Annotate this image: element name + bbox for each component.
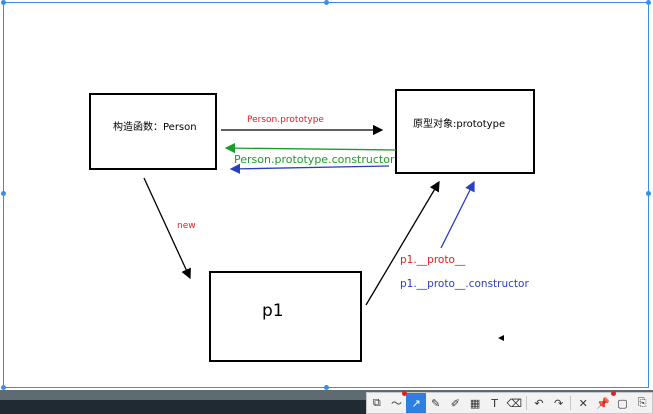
selection-handle-tr[interactable]: [646, 0, 651, 5]
prototype-label: 原型对象:prototype: [413, 117, 505, 130]
recording-indicator-2: [611, 391, 616, 396]
new-link-label: new: [177, 221, 196, 231]
constructor-label: 构造函数：Person: [113, 120, 197, 133]
proto-constructor-arrow: [440, 180, 475, 249]
text-icon[interactable]: T: [491, 396, 499, 410]
prototype-node: [395, 89, 535, 174]
arrow-icon[interactable]: ↗: [406, 393, 426, 413]
selection-handle-bl[interactable]: [1, 385, 6, 390]
curve-icon[interactable]: 〜: [390, 397, 402, 410]
select-icon[interactable]: ⧉: [372, 396, 381, 409]
selection-handle-tc[interactable]: [324, 0, 329, 5]
horizontal-scrollbar[interactable]: [0, 390, 653, 400]
toolbar-separator: [526, 396, 528, 410]
constructor-link-label: Person.prototype.constructor: [234, 153, 395, 166]
proto-constructor-link-label: p1.__proto__.constructor: [400, 278, 529, 290]
constructor-node: [89, 93, 217, 170]
constructor-arrow-green: [224, 142, 397, 154]
highlighter-icon[interactable]: ✐: [450, 396, 460, 410]
redo-icon[interactable]: ↷: [553, 396, 564, 410]
pen-icon[interactable]: ✎: [431, 396, 441, 410]
eraser-icon[interactable]: ⌫: [506, 396, 523, 410]
undo-icon[interactable]: ↶: [534, 396, 544, 410]
instance-label: p1: [262, 301, 284, 321]
annotation-toolbar: ⧉ 〜 ↗ ✎ ✐ ▦ T ⌫ ↶ ↷ ✕ 📌 ▢ ⎘: [366, 392, 653, 414]
close-icon[interactable]: ✕: [578, 396, 588, 410]
selection-handle-tl[interactable]: [1, 0, 6, 5]
proto-link-label: p1.__proto__: [400, 254, 466, 266]
pin-icon[interactable]: 📌: [595, 396, 610, 410]
mosaic-icon[interactable]: ▦: [469, 396, 481, 410]
copy-icon[interactable]: ⎘: [637, 396, 647, 409]
new-arrow: [143, 177, 191, 280]
prototype-link-label: Person.prototype: [247, 115, 324, 125]
selection-handle-mr[interactable]: [646, 191, 651, 196]
cursor-icon: [498, 335, 504, 341]
save-icon[interactable]: ▢: [617, 396, 628, 410]
proto-arrow: [365, 180, 440, 306]
recording-indicator: [402, 391, 407, 396]
toolbar-separator: [570, 396, 572, 410]
constructor-arrow-blue: [229, 163, 390, 175]
selection-handle-bc[interactable]: [324, 385, 329, 390]
selection-handle-ml[interactable]: [1, 191, 6, 196]
instance-node: [209, 271, 362, 362]
